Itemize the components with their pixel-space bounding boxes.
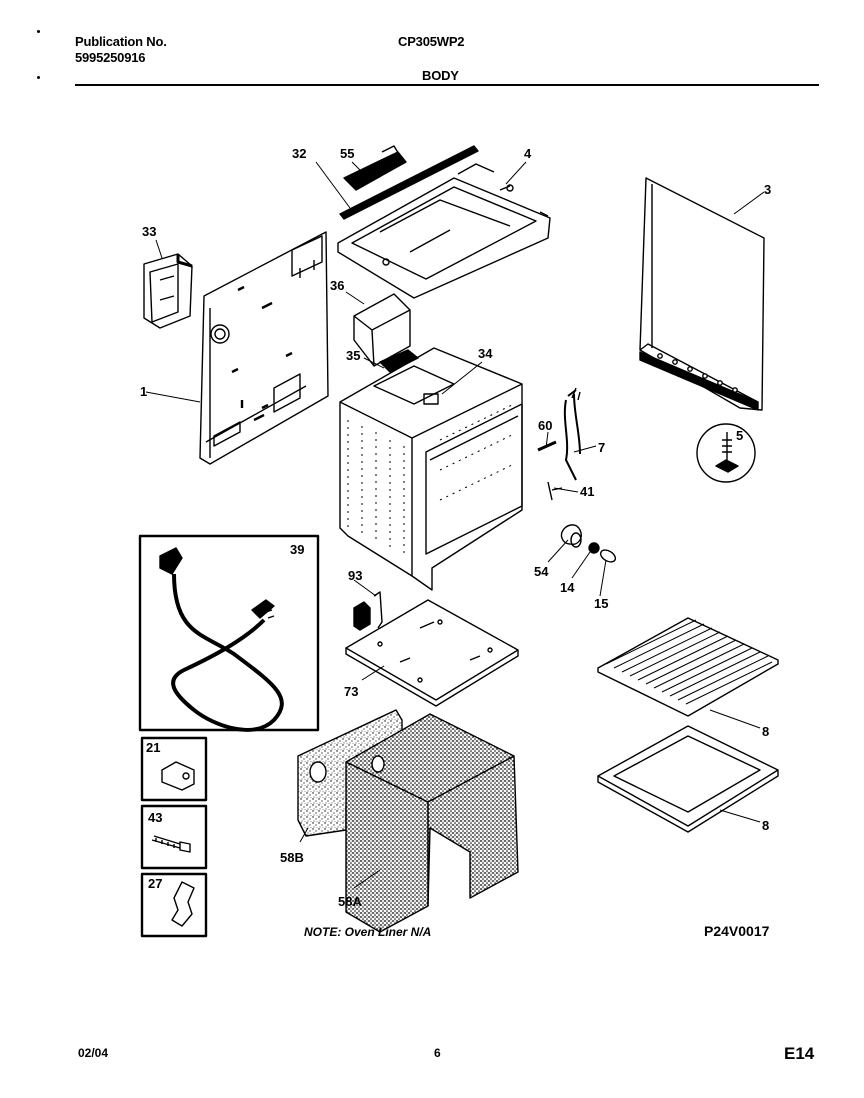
callout-58A: 58A <box>338 894 362 909</box>
leader-lines <box>145 161 765 889</box>
part-14-lamp-bulb <box>588 542 600 554</box>
part-27-bracket-box <box>140 872 208 938</box>
part-36-vent-duct <box>353 293 411 367</box>
part-34-oven-body <box>339 347 523 591</box>
part-35-duct-seal <box>379 349 419 373</box>
part-43-screw-box <box>140 804 208 870</box>
callout-35: 35 <box>346 348 360 363</box>
callout-21: 21 <box>146 740 160 755</box>
model-number: CP305WP2 <box>398 34 465 49</box>
section-title: BODY <box>422 68 459 83</box>
diagram-code: P24V0017 <box>704 923 770 939</box>
part-54-lamp-socket <box>560 524 582 548</box>
callout-32: 32 <box>292 146 306 161</box>
footer-page-code: E14 <box>784 1044 815 1063</box>
publication-number: 5995250916 <box>75 50 146 65</box>
callout-39: 39 <box>290 542 304 557</box>
callout-60: 60 <box>538 418 552 433</box>
footer-date: 02/04 <box>78 1046 109 1060</box>
callout-1: 1 <box>140 384 147 399</box>
callout-14: 14 <box>560 580 575 595</box>
part-32-gasket-strip <box>339 145 479 220</box>
part-4-top-panel <box>337 163 551 299</box>
part-5-leveling-leg-detail <box>696 423 756 483</box>
part-60-clip <box>537 440 557 452</box>
callout-27: 27 <box>148 876 162 891</box>
callout-43: 43 <box>148 810 162 825</box>
callout-36: 36 <box>330 278 344 293</box>
callout-33: 33 <box>142 224 156 239</box>
callout-3: 3 <box>764 182 771 197</box>
part-21-clip-box <box>140 736 208 802</box>
callout-34: 34 <box>478 346 493 361</box>
header-rule <box>75 84 819 86</box>
part-15-lamp-cover <box>599 549 617 563</box>
part-1-back-panel <box>199 231 329 465</box>
callout-73: 73 <box>344 684 358 699</box>
part-73-bottom-panel <box>345 599 519 707</box>
part-3-side-panel <box>639 177 765 411</box>
callout-55: 55 <box>340 146 354 161</box>
part-8-broil-pan <box>597 725 779 833</box>
callout-8-pan: 8 <box>762 818 769 833</box>
scan-mark <box>37 30 40 33</box>
part-7-wire-bundle <box>563 387 581 481</box>
callout-4: 4 <box>524 146 532 161</box>
part-55-vent-trim <box>343 145 407 191</box>
part-58A-insulation <box>345 713 519 933</box>
callout-labels: 32 55 4 3 33 36 1 35 34 60 7 5 41 39 93 … <box>140 146 771 909</box>
part-8-oven-rack <box>597 617 779 717</box>
callout-93: 93 <box>348 568 362 583</box>
callout-54: 54 <box>534 564 549 579</box>
part-33-bracket <box>143 253 193 329</box>
callout-8-rack: 8 <box>762 724 769 739</box>
footer-page-number: 6 <box>434 1046 441 1060</box>
part-93-terminal-block <box>353 591 383 631</box>
callout-5: 5 <box>736 428 743 443</box>
part-39-power-cord <box>138 534 320 732</box>
part-41-bracket <box>547 481 563 501</box>
oven-liner-note: NOTE: Oven Liner N/A <box>304 925 432 939</box>
callout-58B: 58B <box>280 850 304 865</box>
scan-mark <box>37 76 40 79</box>
callout-41: 41 <box>580 484 594 499</box>
callout-7: 7 <box>598 440 605 455</box>
publication-label: Publication No. <box>75 34 167 49</box>
callout-15: 15 <box>594 596 608 611</box>
